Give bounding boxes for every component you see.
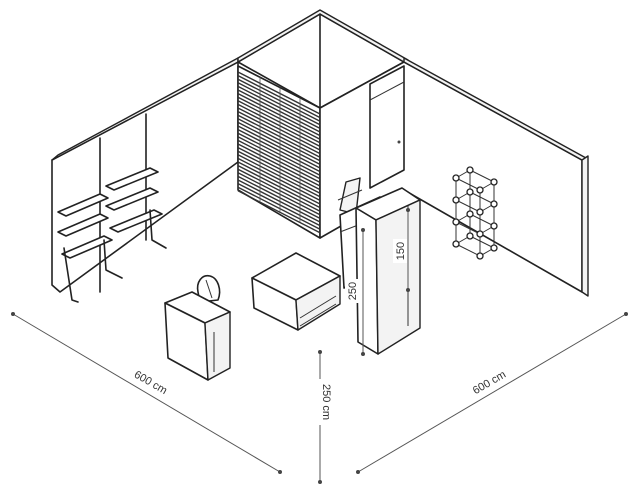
svg-text:250: 250 [347, 282, 359, 300]
pedestal-cabinet [164, 291, 231, 381]
label-width-left: 600 cm [127, 363, 175, 401]
wardrobe-slats [237, 71, 321, 234]
coffee-table [251, 252, 341, 331]
dimension-counter-inner [406, 208, 410, 292]
dimension-left [11, 312, 282, 474]
svg-text:250 cm: 250 cm [320, 384, 332, 420]
wall-shelving [57, 113, 167, 303]
right-back-wall [319, 57, 589, 297]
svg-text:150: 150 [395, 242, 407, 260]
dimension-right [356, 312, 628, 474]
dimension-counter [361, 228, 365, 356]
label-counter-inner: 150 [393, 239, 407, 263]
cube-shelf [452, 166, 498, 260]
label-height: 250 cm [319, 379, 335, 425]
chair [196, 274, 221, 303]
reception-counter [337, 177, 421, 355]
label-counter-height: 250 [345, 279, 359, 303]
